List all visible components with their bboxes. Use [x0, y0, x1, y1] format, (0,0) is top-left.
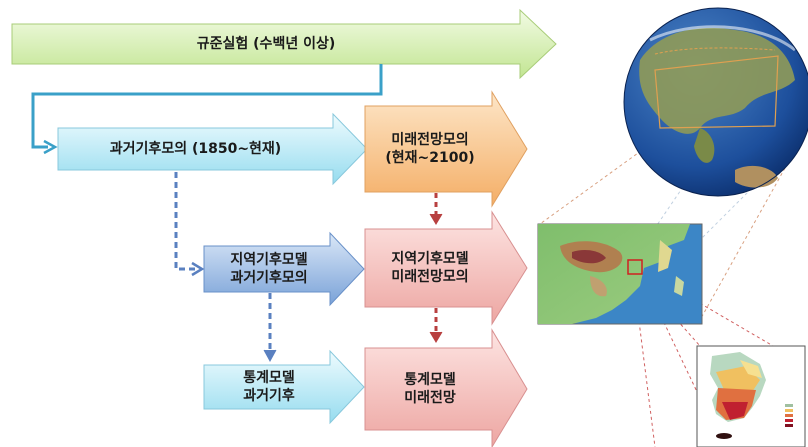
connector-future-to-regional: [429, 193, 443, 225]
past-climate-arrow: [57, 112, 368, 186]
connector-regional-future-to-statistical: [429, 308, 443, 343]
future-projection-label: 미래전망모의 (현재~2100): [385, 131, 475, 166]
top-arrow: [11, 8, 557, 80]
future-projection-arrow: [364, 90, 528, 208]
statistical-past-arrow: [203, 349, 365, 425]
connector-top-to-past: [31, 64, 383, 155]
statistical-future-label: 통계모델 미래전망: [404, 371, 456, 406]
past-climate-label: 과거기후모의 (1850~현재): [109, 140, 282, 157]
statistical-future-arrow: [364, 328, 528, 447]
regional-past-label: 지역기후모델 과거기후모의: [230, 251, 308, 286]
regional-future-label: 지역기후모델 미래전망모의: [391, 250, 469, 285]
globe-image: [623, 7, 808, 197]
connector-past-to-regional: [174, 172, 205, 277]
regional-past-arrow: [203, 231, 365, 307]
regional-future-arrow: [364, 210, 528, 326]
korea-map-image: [696, 345, 806, 447]
regional-map-image: [537, 223, 703, 325]
statistical-past-label: 통계모델 과거기후: [243, 369, 295, 404]
connector-regional-to-statistical: [263, 293, 277, 363]
top-arrow-label: 규준실험 (수백년 이상): [196, 35, 336, 52]
